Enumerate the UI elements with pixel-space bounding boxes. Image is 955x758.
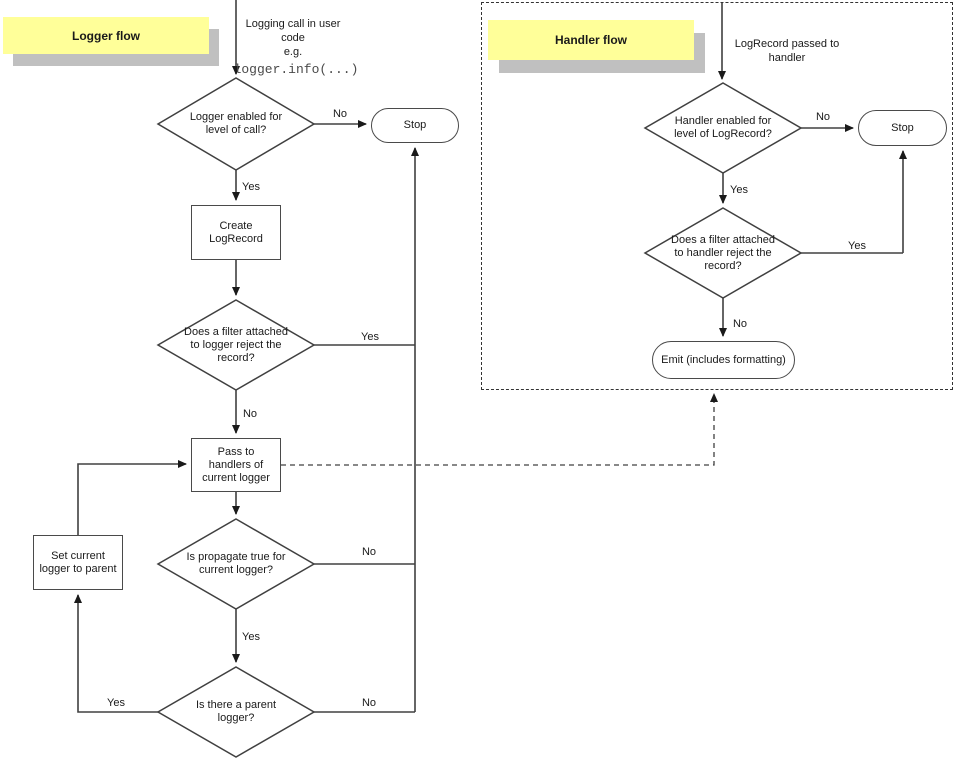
edge-label-henabled-no: No <box>815 111 831 123</box>
logger-entry-code: logger.info(...) <box>233 62 359 77</box>
connector-pass-to-handler-flow <box>281 393 718 466</box>
box-set-current-logger: Set current logger to parent <box>33 535 123 590</box>
edge-label-hfilter-no: No <box>732 318 748 330</box>
diamond-handler-filter <box>643 207 803 299</box>
logger-entry-text: Logging call in user code e.g. <box>245 18 341 58</box>
diamond-logger-enabled <box>156 77 316 171</box>
edge-label-enabled-no: No <box>332 108 348 120</box>
emit-node: Emit (includes formatting) <box>652 341 795 379</box>
handler-entry-text: LogRecord passed to handler <box>734 38 840 64</box>
diamond-label-parent-logger: Is there a parent logger? <box>195 699 277 724</box>
logger-flow-title: Logger flow <box>72 28 140 43</box>
connector-set-to-pass <box>77 460 187 535</box>
edge-label-parent-yes: Yes <box>107 697 125 709</box>
stop-node-handler: Stop <box>858 110 947 146</box>
box-pass-to-handlers: Pass to handlers of current logger <box>191 438 281 492</box>
edge-label-filter-no: No <box>242 408 258 420</box>
diamond-label-handler-filter: Does a filter attached to handler reject… <box>671 233 775 272</box>
diamond-label-handler-enabled: Handler enabled for level of LogRecord? <box>674 115 772 140</box>
diamond-propagate <box>156 518 316 610</box>
logger-flow-note: Logger flow <box>3 17 209 54</box>
diamond-label-propagate: Is propagate true for current logger? <box>186 551 286 576</box>
edge-label-enabled-yes: Yes <box>242 181 260 193</box>
diamond-parent-logger <box>156 666 316 758</box>
edge-label-hfilter-yes: Yes <box>848 240 866 252</box>
edge-label-parent-no: No <box>361 697 377 709</box>
edge-label-propagate-yes: Yes <box>242 631 260 643</box>
stop-node-logger: Stop <box>371 108 459 143</box>
box-create-logrecord: Create LogRecord <box>191 205 281 260</box>
diamond-label-logger-enabled: Logger enabled for level of call? <box>189 111 283 136</box>
edge-label-propagate-no: No <box>361 546 377 558</box>
handler-flow-title: Handler flow <box>554 33 627 47</box>
diamond-label-logger-filter: Does a filter attached to logger reject … <box>184 325 288 364</box>
edge-label-henabled-yes: Yes <box>730 184 748 196</box>
diamond-handler-enabled <box>643 82 803 174</box>
handler-flow-panel <box>481 2 953 390</box>
edge-label-filter-yes: Yes <box>361 331 379 343</box>
handler-flow-note: Handler flow <box>488 20 694 60</box>
diamond-logger-filter <box>156 299 316 391</box>
connector-parent-yes-set <box>74 594 158 713</box>
